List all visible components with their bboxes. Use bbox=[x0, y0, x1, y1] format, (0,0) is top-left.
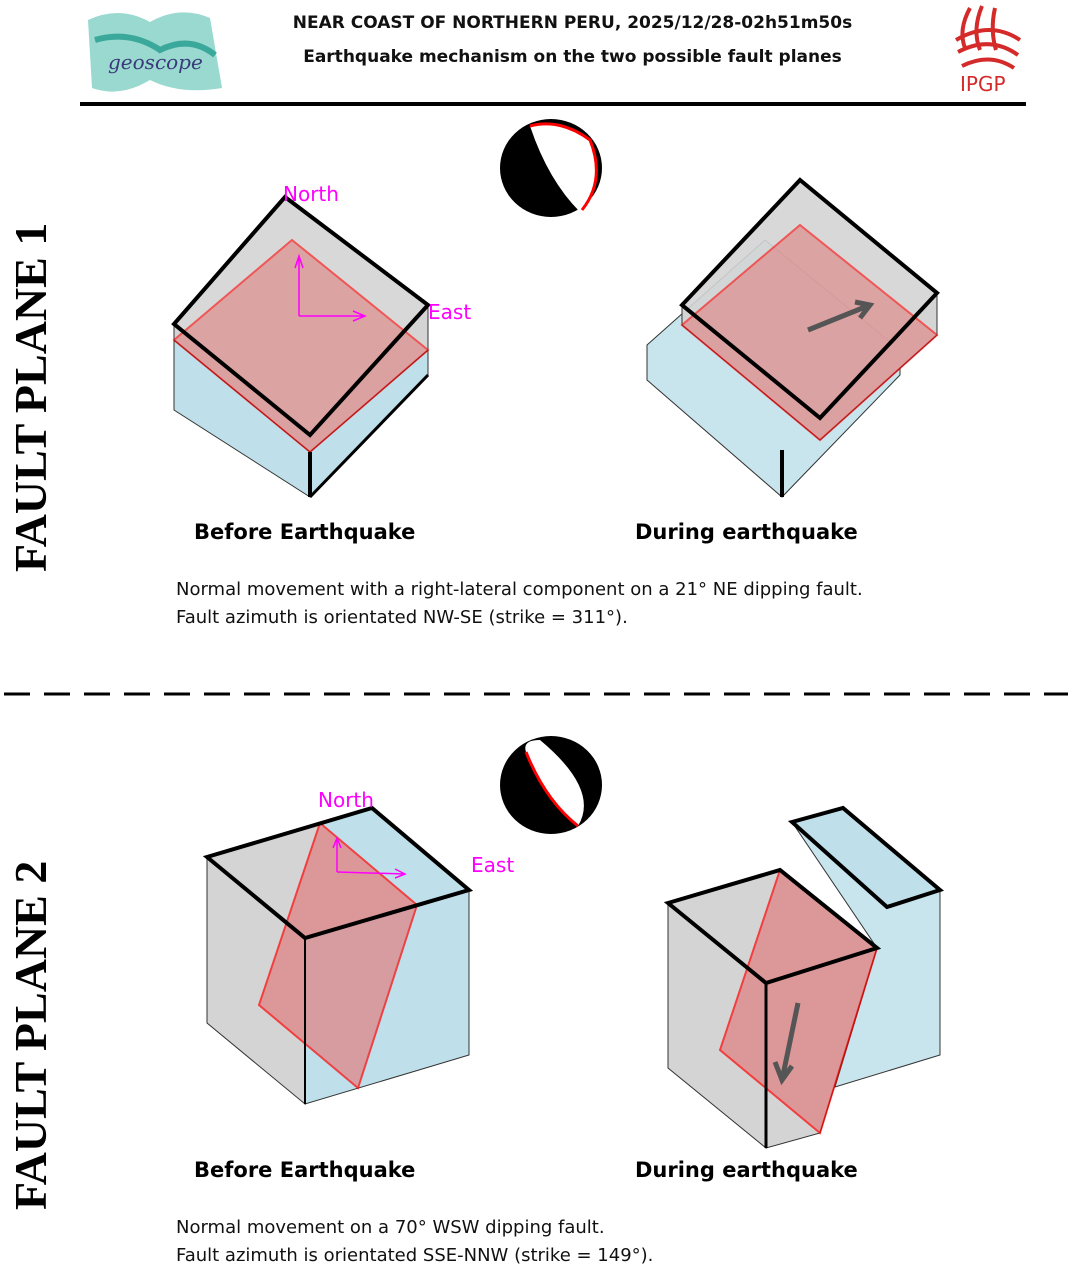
compass-arrows bbox=[332, 835, 407, 879]
plane2-during-block bbox=[663, 805, 945, 1150]
plane1-during-block bbox=[646, 177, 940, 498]
page-title: NEAR COAST OF NORTHERN PERU, 2025/12/28-… bbox=[292, 13, 853, 33]
beachball-plane1 bbox=[500, 119, 602, 217]
description-line: Normal movement with a right-lateral com… bbox=[176, 579, 863, 600]
during-caption: During earthquake bbox=[635, 1158, 858, 1182]
plane2-description: Normal movement on a 70° WSW dipping fau… bbox=[176, 1214, 653, 1269]
geoscope-logo bbox=[88, 12, 222, 92]
geoscope-logo-text: geoscope bbox=[108, 50, 203, 74]
plane1-description: Normal movement with a right-lateral com… bbox=[176, 576, 863, 632]
description-line: Normal movement on a 70° WSW dipping fau… bbox=[176, 1217, 605, 1238]
plane2-before-block bbox=[202, 805, 474, 1106]
fault-plane-1-label: FAULT PLANE 1 bbox=[5, 222, 56, 572]
plane1-before-block bbox=[171, 194, 431, 499]
north-label: North bbox=[283, 182, 339, 206]
ipgp-logo bbox=[954, 5, 1022, 70]
description-line: Fault azimuth is orientated NW-SE (strik… bbox=[176, 607, 628, 628]
fault-plane-2-label: FAULT PLANE 2 bbox=[5, 860, 56, 1210]
ipgp-logo-text: IPGP bbox=[960, 72, 1006, 96]
north-label: North bbox=[318, 788, 374, 812]
beachball-plane2 bbox=[500, 736, 602, 834]
east-label: East bbox=[471, 853, 515, 877]
page-subtitle: Earthquake mechanism on the two possible… bbox=[303, 47, 842, 67]
before-caption: Before Earthquake bbox=[194, 1158, 416, 1182]
east-label: East bbox=[428, 300, 472, 324]
compass-arrows bbox=[294, 253, 367, 322]
slip-arrow bbox=[807, 299, 875, 333]
slip-arrow bbox=[772, 1002, 801, 1086]
before-caption: Before Earthquake bbox=[194, 520, 416, 544]
description-line: Fault azimuth is orientated SSE-NNW (str… bbox=[176, 1245, 654, 1266]
during-caption: During earthquake bbox=[635, 520, 858, 544]
